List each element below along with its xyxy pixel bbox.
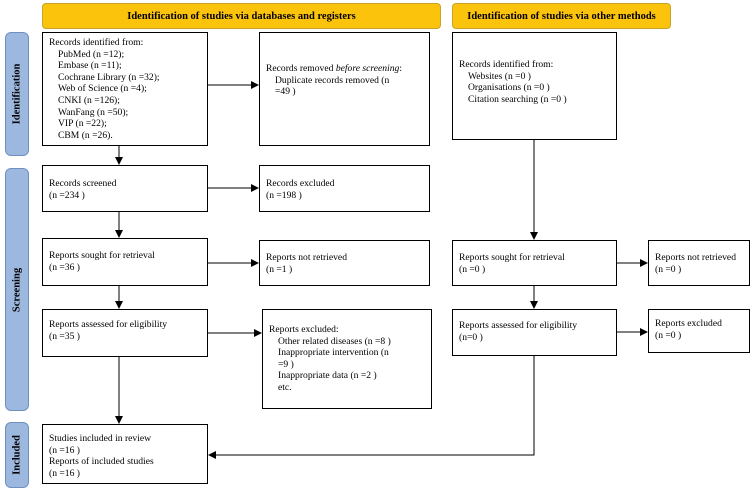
- reports-excluded-title: Reports excluded:: [269, 324, 339, 335]
- studies-included-title: Studies included in review: [49, 433, 152, 444]
- source-organisations: Organisations (n =0 ): [468, 82, 550, 94]
- other-reports-not-retrieved-box: Reports not retrieved (n =0 ): [648, 240, 750, 286]
- records-removed-title: Records removed before screening:: [266, 63, 402, 74]
- source-pubmed: PubMed (n =12);: [58, 48, 125, 60]
- reports-not-retrieved-count: (n =1 ): [266, 263, 293, 275]
- other-reports-excluded-box: Reports excluded (n =0 ): [648, 309, 750, 353]
- reports-assessed-title: Reports assessed for eligibility: [49, 319, 168, 330]
- reports-sought-title: Reports sought for retrieval: [49, 250, 155, 261]
- reports-included-title: Reports of included studies: [49, 456, 154, 468]
- phase-identification: Identification: [5, 32, 29, 156]
- other-reports-not-retrieved-count: (n =0 ): [655, 263, 682, 275]
- reports-sought-box: Reports sought for retrieval (n =36 ): [42, 238, 208, 286]
- other-reports-assessed-box: Reports assessed for eligibility (n=0 ): [452, 309, 617, 356]
- studies-included-count: (n =16 ): [49, 444, 80, 456]
- records-identified-title: Records identified from:: [49, 37, 144, 48]
- records-excluded-title: Records excluded: [266, 178, 335, 189]
- reports-excluded-box: Reports excluded: Other related diseases…: [262, 309, 432, 409]
- source-websites: Websites (n =0 ): [468, 70, 531, 82]
- records-screened-box: Records screened (n =234 ): [42, 165, 208, 212]
- excluded-other-diseases: Other related diseases (n =8 ): [278, 335, 391, 347]
- source-cochrane: Cochrane Library (n =32);: [58, 71, 160, 83]
- records-removed-box: Records removed before screening: Duplic…: [259, 32, 430, 146]
- other-records-identified-title: Records identified from:: [459, 59, 554, 70]
- other-records-identified-box: Records identified from: Websites (n =0 …: [452, 32, 617, 140]
- phase-included: Included: [5, 422, 29, 488]
- excluded-data: Inappropriate data (n =2 ): [278, 370, 377, 382]
- source-cnki: CNKI (n =126);: [58, 94, 120, 106]
- phase-screening: Screening: [5, 168, 29, 411]
- other-reports-assessed-title: Reports assessed for eligibility: [459, 320, 578, 331]
- records-excluded-count: (n =198 ): [266, 189, 302, 201]
- source-wanfang: WanFang (n =50);: [58, 106, 129, 118]
- other-reports-excluded-title: Reports excluded: [655, 318, 722, 329]
- source-vip: VIP (n =22);: [58, 118, 107, 130]
- reports-not-retrieved-box: Reports not retrieved (n =1 ): [259, 240, 430, 286]
- other-reports-not-retrieved-title: Reports not retrieved: [655, 252, 736, 263]
- duplicates-removed-line1: Duplicate records removed (n: [275, 74, 390, 86]
- other-reports-assessed-count: (n=0 ): [459, 331, 483, 343]
- other-reports-sought-count: (n =0 ): [459, 263, 486, 275]
- source-web-of-science: Web of Science (n =4);: [58, 83, 147, 95]
- excluded-intervention-count: =9 ): [278, 358, 294, 370]
- header-other-methods: Identification of studies via other meth…: [452, 3, 671, 29]
- reports-assessed-box: Reports assessed for eligibility (n =35 …: [42, 309, 208, 357]
- reports-sought-count: (n =36 ): [49, 261, 80, 273]
- excluded-intervention: Inappropriate intervention (n: [278, 347, 389, 359]
- source-cbm: CBM (n =26).: [58, 129, 113, 141]
- records-excluded-box: Records excluded (n =198 ): [259, 165, 430, 212]
- reports-not-retrieved-title: Reports not retrieved: [266, 252, 347, 263]
- duplicates-removed-line2: =49 ): [275, 86, 296, 98]
- records-screened-count: (n =234 ): [49, 189, 85, 201]
- other-reports-sought-title: Reports sought for retrieval: [459, 252, 565, 263]
- source-embase: Embase (n =11);: [58, 60, 122, 72]
- source-citation-searching: Citation searching (n =0 ): [468, 93, 567, 105]
- arrow-other-assessed-to-included: [208, 356, 535, 459]
- reports-assessed-count: (n =35 ): [49, 330, 80, 342]
- other-reports-sought-box: Reports sought for retrieval (n =0 ): [452, 240, 617, 286]
- reports-included-count: (n =16 ): [49, 467, 80, 479]
- records-screened-title: Records screened: [49, 178, 117, 189]
- records-identified-box: Records identified from: PubMed (n =12);…: [42, 32, 208, 146]
- studies-included-box: Studies included in review (n =16 ) Repo…: [42, 424, 208, 484]
- other-reports-excluded-count: (n =0 ): [655, 329, 682, 341]
- header-databases: Identification of studies via databases …: [42, 3, 441, 29]
- excluded-etc: etc.: [278, 381, 292, 393]
